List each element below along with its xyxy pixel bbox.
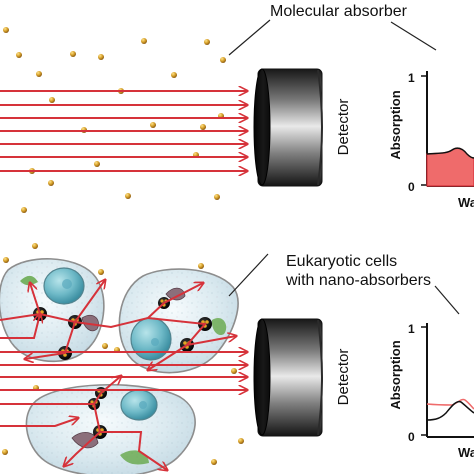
gold-particle-icon — [94, 161, 100, 167]
top-detector: Detector — [253, 68, 352, 187]
bottom-cell — [25, 384, 196, 474]
scattered-light-path — [0, 418, 78, 427]
scattered-light-path — [148, 344, 188, 370]
nucleolus-icon — [139, 401, 147, 409]
bottom-detector: Detector — [253, 318, 352, 437]
scattered-light-path — [30, 283, 41, 315]
gold-particle-icon — [231, 368, 237, 374]
gold-particle-icon — [171, 72, 177, 78]
gold-particle-icon — [211, 459, 217, 465]
nucleolus-icon — [62, 279, 72, 289]
bottom-tick-zero: 0 — [408, 430, 415, 444]
nucleolus-icon — [151, 338, 159, 346]
scattered-light-path — [25, 321, 76, 359]
bottom-x-axis-partial-label: Wa — [458, 445, 474, 460]
top-tick-one: 1 — [408, 71, 415, 85]
top-tick-zero: 0 — [408, 180, 415, 194]
bottom-background-absorbers — [2, 243, 244, 465]
bottom-callout-line-2: with nano-absorbers — [286, 272, 431, 289]
mitochondrion-icon — [81, 314, 99, 332]
gold-particle-icon — [32, 243, 38, 249]
callout-pointer-line — [228, 19, 271, 56]
bottom-cell-spectrum — [426, 400, 474, 421]
scattered-light-path — [0, 280, 105, 324]
gold-particle-icon — [98, 54, 104, 60]
bottom-callout-pointer — [228, 253, 460, 315]
bottom-y-axis-label: Absorption — [388, 340, 403, 409]
detector-lens — [253, 68, 271, 186]
gold-particle-icon — [3, 257, 9, 263]
gold-particle-icon — [125, 193, 131, 199]
scattered-light-path — [100, 431, 167, 470]
scattered-light-path — [147, 317, 236, 347]
gold-particle-icon — [220, 57, 226, 63]
top-absorption-graph: 1 0 Absorption Wa — [388, 71, 474, 210]
graph-pointer-line — [390, 21, 437, 51]
gold-particle-icon — [214, 194, 220, 200]
bottom-callout-line-1: Eukaryotic cells — [286, 253, 398, 270]
gold-particle-icon — [141, 38, 147, 44]
top-left-cell — [0, 258, 105, 363]
scattered-light-path — [0, 376, 121, 405]
gold-particle-icon — [48, 180, 54, 186]
scattered-light-path — [0, 314, 40, 339]
top-molecular-absorbers — [3, 27, 226, 213]
detector-lens — [253, 318, 271, 436]
gold-particle-icon — [204, 39, 210, 45]
gold-particle-icon — [150, 122, 156, 128]
top-right-cell — [118, 268, 239, 374]
gold-particle-icon — [21, 207, 27, 213]
top-y-axis-label: Absorption — [388, 90, 403, 159]
gold-particle-icon — [198, 263, 204, 269]
detector-edge — [317, 69, 323, 186]
bottom-absorption-graph: 1 0 Absorption Wa — [388, 322, 474, 460]
top-light-beams — [0, 91, 247, 171]
gold-particle-icon — [16, 52, 22, 58]
detector-edge — [317, 319, 323, 436]
gold-particle-icon — [70, 51, 76, 57]
gold-particle-icon — [49, 97, 55, 103]
gold-particle-icon — [238, 438, 244, 444]
gold-particle-icon — [2, 449, 8, 455]
top-spectrum-outline — [426, 147, 474, 159]
cell-nucleus — [130, 317, 172, 361]
gold-particle-icon — [102, 343, 108, 349]
gold-particle-icon — [98, 269, 104, 275]
cell-texture — [26, 384, 195, 474]
top-callout-pointer — [228, 19, 437, 56]
top-detector-label: Detector — [335, 99, 352, 156]
mitochondrion-icon — [71, 432, 99, 449]
gold-particle-icon — [200, 124, 206, 130]
graph-pointer-line — [434, 285, 460, 315]
top-x-axis-partial-label: Wa — [458, 195, 474, 210]
organelle-icon — [211, 318, 227, 336]
bottom-tick-one: 1 — [408, 322, 415, 336]
bottom-light-paths — [0, 280, 247, 470]
scattered-light-path — [64, 403, 102, 466]
top-callout-text: Molecular absorber — [270, 3, 407, 20]
bottom-eukaryotic-cells — [0, 258, 239, 474]
gold-particle-icon — [3, 27, 9, 33]
callout-pointer-line — [228, 253, 269, 297]
bottom-detector-label: Detector — [335, 349, 352, 406]
gold-particle-icon — [36, 71, 42, 77]
